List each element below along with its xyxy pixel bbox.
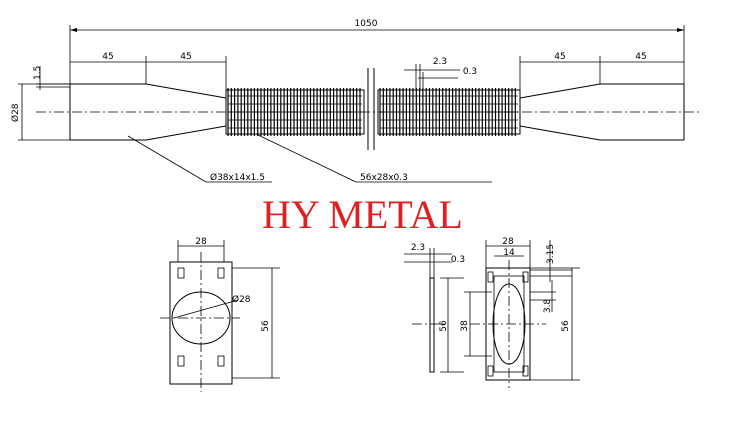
fin-array-right <box>379 88 518 136</box>
wall-thickness-label: 1.5 <box>33 66 43 80</box>
watermark-text: HY METAL <box>262 192 463 237</box>
fin-thickness-label: 0.3 <box>463 67 477 77</box>
fin-pitch-label: 2.3 <box>433 57 447 67</box>
right-section-view: 2.3 0.3 28 14 3.15 56 <box>404 237 580 388</box>
right-inner-height: 38 <box>460 320 470 332</box>
right-hole-dia: 3.8 <box>543 299 553 314</box>
right-slot-height: 56 <box>439 320 449 332</box>
fin-array-left <box>227 88 362 136</box>
left-section-height: 56 <box>261 320 271 332</box>
right-fin-thickness: 0.3 <box>451 255 465 265</box>
tube-callout: Ø38x14x1.5 <box>210 172 265 183</box>
right-fin-pitch: 2.3 <box>411 243 425 253</box>
overall-length-label: 1050 <box>355 19 378 29</box>
right-outer-width: 28 <box>502 237 514 247</box>
right-hole-offset: 3.15 <box>546 244 556 264</box>
left-section-diameter: Ø28 <box>232 294 251 305</box>
left-end-length-2: 45 <box>180 52 191 62</box>
right-inner-width: 14 <box>503 248 515 258</box>
left-section-view: 28 Ø28 56 <box>160 237 280 392</box>
right-end-length-2: 45 <box>635 52 646 62</box>
left-end-length-1: 45 <box>102 52 113 62</box>
elevation-view: 1050 45 45 45 45 1.5 Ø28 <box>10 19 700 183</box>
tube-diameter-label: Ø28 <box>10 103 21 122</box>
right-end-length-1: 45 <box>554 52 565 62</box>
fin-callout: 56x28x0.3 <box>360 173 408 183</box>
left-section-width: 28 <box>195 237 207 247</box>
right-outer-height: 56 <box>561 320 571 332</box>
